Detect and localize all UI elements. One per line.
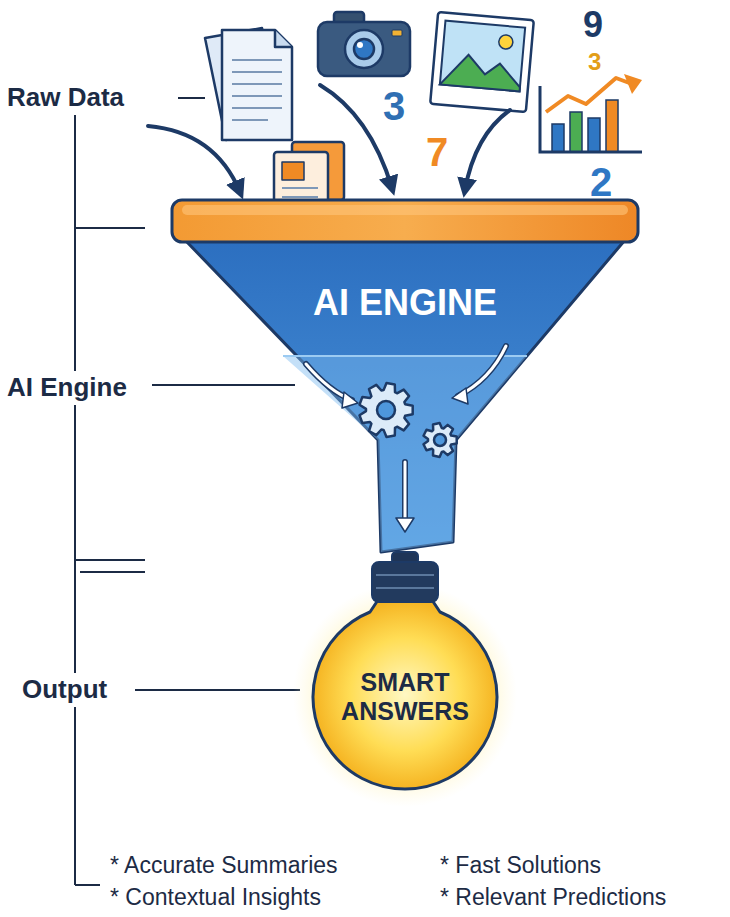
data-number: 2 [590, 159, 612, 205]
flow-arrow-edge [402, 462, 408, 522]
benefit-item: * Relevant Predictions [440, 884, 666, 910]
benefit-item: * Contextual Insights [110, 884, 321, 910]
bulb-glow [293, 583, 517, 807]
document-icon [205, 28, 292, 140]
input-arrow [148, 85, 510, 192]
flow-arrowhead [342, 392, 358, 408]
funnel-label: AI ENGINE [240, 282, 570, 323]
gear [360, 383, 413, 437]
gear-hub [377, 401, 395, 419]
benefit-item: * Accurate Summaries [110, 852, 338, 878]
funnel-shade [283, 356, 527, 552]
data-number: 9 [583, 4, 603, 45]
bulb-label: SMART ANSWERS [335, 668, 475, 726]
camera-icon [318, 12, 410, 76]
flow-arrowhead [452, 388, 468, 404]
rim-highlight [182, 205, 628, 215]
data-number: 3 [588, 48, 601, 76]
flow-arrowhead [396, 518, 414, 532]
funnel-line [283, 355, 527, 357]
section-label: AI Engine [3, 371, 131, 405]
funnel-node: AI ENGINE [165, 195, 645, 560]
funnel-rim [172, 200, 638, 242]
gear-hub [434, 434, 446, 446]
node-shape [165, 195, 645, 560]
section-label: Raw Data [3, 81, 128, 115]
report-icon [274, 142, 344, 208]
benefit-item: * Fast Solutions [440, 852, 601, 878]
data-number: 7 [426, 129, 448, 175]
bulb-thread [376, 574, 434, 576]
photo-icon [430, 12, 534, 112]
gear [424, 423, 457, 457]
chart-icon [540, 74, 642, 152]
bulb-base [372, 562, 438, 602]
bulb-node: SMART ANSWERS [288, 545, 522, 809]
data-number: 3 [383, 83, 405, 129]
funnel-body [185, 240, 625, 552]
section-label: Output [18, 673, 111, 707]
bulb-thread [376, 587, 434, 589]
bulb-glass [313, 600, 497, 789]
flow-arrow [404, 462, 407, 522]
